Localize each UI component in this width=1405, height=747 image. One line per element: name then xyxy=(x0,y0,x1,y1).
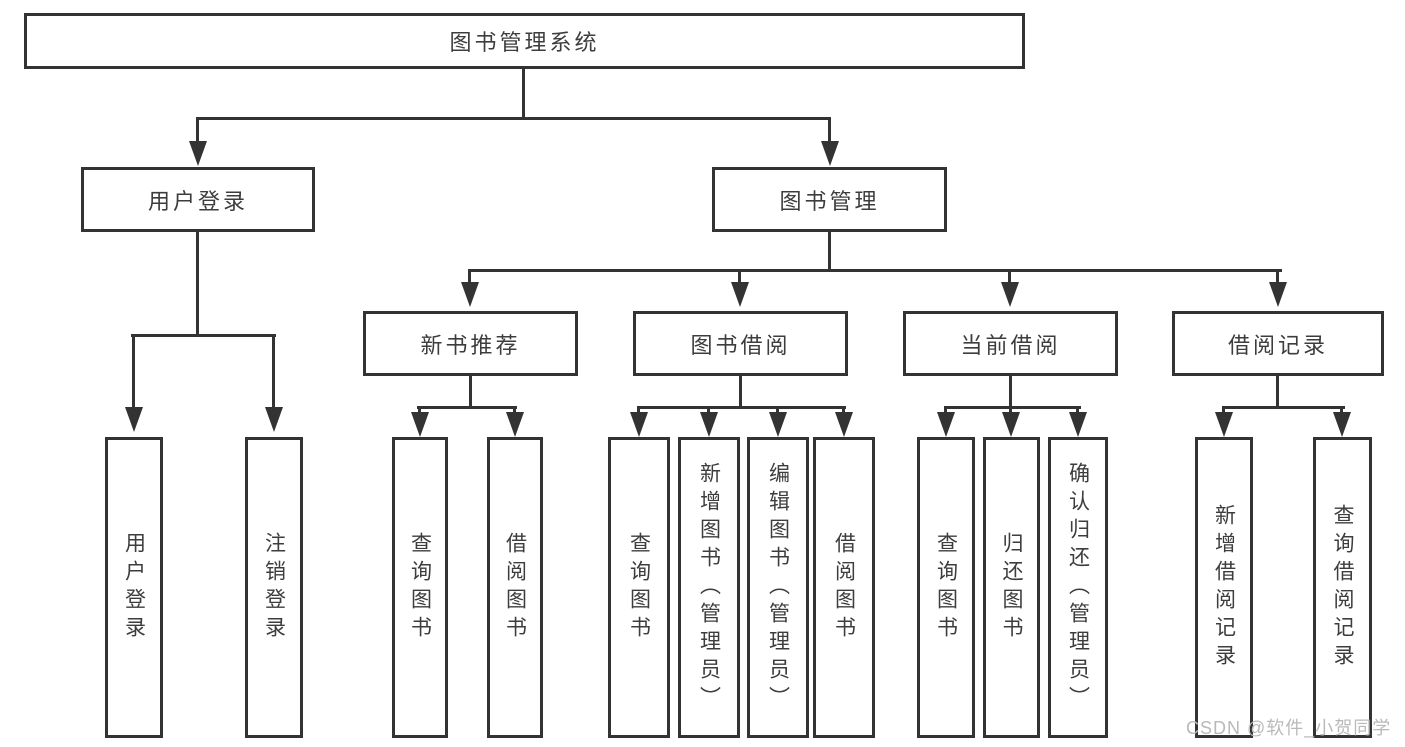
arrowhead-cb-query-icon xyxy=(937,412,955,437)
arrowhead-br-add-icon xyxy=(1215,412,1233,437)
leaf-user-login: 用户登录 xyxy=(105,437,163,738)
arrowhead-book-borrow-icon xyxy=(731,282,749,307)
connector-stub-book-management xyxy=(828,117,831,143)
connector-stub-br-query xyxy=(1340,406,1343,414)
leaf-bb-borrow-books-label: 借阅图书 xyxy=(832,531,856,644)
leaf-cb-return-books-label: 归还图书 xyxy=(1000,531,1023,644)
connector-book-borrow-branch xyxy=(637,406,846,409)
connector-stub-user-login xyxy=(196,117,199,143)
arrowhead-bb-add-icon xyxy=(700,412,718,437)
leaf-user-login-label: 用户登录 xyxy=(122,531,146,644)
node-root-label: 图书管理系统 xyxy=(449,30,600,55)
connector-new-book-stem xyxy=(469,376,472,409)
connector-book-borrow-stem xyxy=(739,376,742,409)
connector-stub-cb-return xyxy=(1009,406,1012,414)
leaf-nb-query-books-label: 查询图书 xyxy=(408,531,432,644)
connector-stub-br-add xyxy=(1222,406,1225,414)
connector-stub-leaf-logout xyxy=(272,334,275,408)
arrowhead-leaf-user-login-icon xyxy=(125,407,143,432)
node-book-borrow: 图书借阅 xyxy=(633,311,848,376)
connector-current-borrow-stem xyxy=(1009,376,1012,409)
connector-user-login-branch xyxy=(131,334,276,337)
arrowhead-br-query-icon xyxy=(1333,412,1351,437)
connector-stub-bb-add xyxy=(707,406,710,414)
node-current-borrow-label: 当前借阅 xyxy=(960,332,1061,358)
node-new-book-recommend: 新书推荐 xyxy=(363,311,578,376)
connector-root-stem xyxy=(522,69,525,120)
arrowhead-bb-borrow-icon xyxy=(835,412,853,437)
connector-current-borrow-branch xyxy=(944,406,1081,409)
connector-stub-nb-borrow xyxy=(513,406,516,414)
node-borrow-records: 借阅记录 xyxy=(1172,311,1384,376)
leaf-cb-confirm-return-admin-label: 确认归还（管理员） xyxy=(1066,461,1090,714)
node-user-login: 用户登录 xyxy=(81,167,315,232)
arrowhead-cb-confirm-icon xyxy=(1069,412,1087,437)
connector-stub-cb-query xyxy=(944,406,947,414)
leaf-bb-edit-books-admin: 编辑图书（管理员） xyxy=(747,437,809,738)
leaf-bb-edit-books-admin-label: 编辑图书（管理员） xyxy=(766,461,790,714)
connector-level3-branch xyxy=(468,269,1282,272)
leaf-logout-login: 注销登录 xyxy=(245,437,303,738)
node-user-login-label: 用户登录 xyxy=(147,188,248,214)
connector-borrow-records-stem xyxy=(1276,376,1279,409)
connector-stub-leaf-user-login xyxy=(132,334,135,408)
leaf-bb-add-books-admin: 新增图书（管理员） xyxy=(678,437,740,738)
leaf-cb-query-books-label: 查询图书 xyxy=(934,531,958,644)
node-book-management: 图书管理 xyxy=(712,167,947,232)
leaf-bb-add-books-admin-label: 新增图书（管理员） xyxy=(697,461,721,714)
arrowhead-bb-edit-icon xyxy=(769,412,787,437)
arrowhead-borrow-records-icon xyxy=(1269,282,1287,307)
csdn-watermark: CSDN @软件_小贺同学 xyxy=(1186,718,1392,738)
connector-new-book-branch xyxy=(417,406,517,409)
node-book-management-label: 图书管理 xyxy=(779,188,880,214)
arrowhead-current-borrow-icon xyxy=(1001,282,1019,307)
leaf-br-query-borrow-record: 查询借阅记录 xyxy=(1313,437,1372,738)
connector-stub-book-borrow xyxy=(738,269,741,283)
connector-user-login-stem xyxy=(196,232,199,337)
leaf-nb-borrow-books: 借阅图书 xyxy=(487,437,543,738)
leaf-bb-query-books-label: 查询图书 xyxy=(627,531,651,644)
arrowhead-leaf-logout-icon xyxy=(265,407,283,432)
leaf-cb-return-books: 归还图书 xyxy=(983,437,1040,738)
arrowhead-bb-query-icon xyxy=(630,412,648,437)
node-new-book-recommend-label: 新书推荐 xyxy=(420,332,521,358)
arrowhead-nb-borrow-icon xyxy=(506,412,524,437)
arrowhead-nb-query-icon xyxy=(411,412,429,437)
connector-stub-current-borrow xyxy=(1008,269,1011,283)
leaf-logout-login-label: 注销登录 xyxy=(262,531,286,644)
node-root-library-management-system: 图书管理系统 xyxy=(24,13,1025,69)
connector-stub-bb-query xyxy=(637,406,640,414)
connector-stub-cb-confirm xyxy=(1076,406,1079,414)
leaf-cb-confirm-return-admin: 确认归还（管理员） xyxy=(1048,437,1108,738)
connector-borrow-records-branch xyxy=(1222,406,1345,409)
node-book-borrow-label: 图书借阅 xyxy=(690,332,791,358)
leaf-bb-query-books: 查询图书 xyxy=(608,437,670,738)
leaf-cb-query-books: 查询图书 xyxy=(917,437,975,738)
connector-level2-branch xyxy=(196,117,831,120)
node-current-borrow: 当前借阅 xyxy=(903,311,1118,376)
leaf-br-add-borrow-record: 新增借阅记录 xyxy=(1195,437,1253,738)
arrowhead-book-management-icon xyxy=(821,141,839,166)
arrowhead-cb-return-icon xyxy=(1002,412,1020,437)
connector-stub-bb-borrow xyxy=(842,406,845,414)
connector-stub-nb-query xyxy=(418,406,421,414)
leaf-br-query-borrow-record-label: 查询借阅记录 xyxy=(1331,503,1354,672)
connector-stub-borrow-records xyxy=(1276,269,1279,283)
leaf-nb-borrow-books-label: 借阅图书 xyxy=(503,531,527,644)
leaf-br-add-borrow-record-label: 新增借阅记录 xyxy=(1212,503,1236,672)
arrowhead-user-login-icon xyxy=(189,141,207,166)
connector-stub-new-book xyxy=(468,269,471,283)
connector-book-management-stem xyxy=(828,232,831,272)
leaf-nb-query-books: 查询图书 xyxy=(392,437,448,738)
node-borrow-records-label: 借阅记录 xyxy=(1227,332,1328,358)
leaf-bb-borrow-books: 借阅图书 xyxy=(813,437,875,738)
connector-stub-bb-edit xyxy=(776,406,779,414)
arrowhead-new-book-icon xyxy=(461,282,479,307)
